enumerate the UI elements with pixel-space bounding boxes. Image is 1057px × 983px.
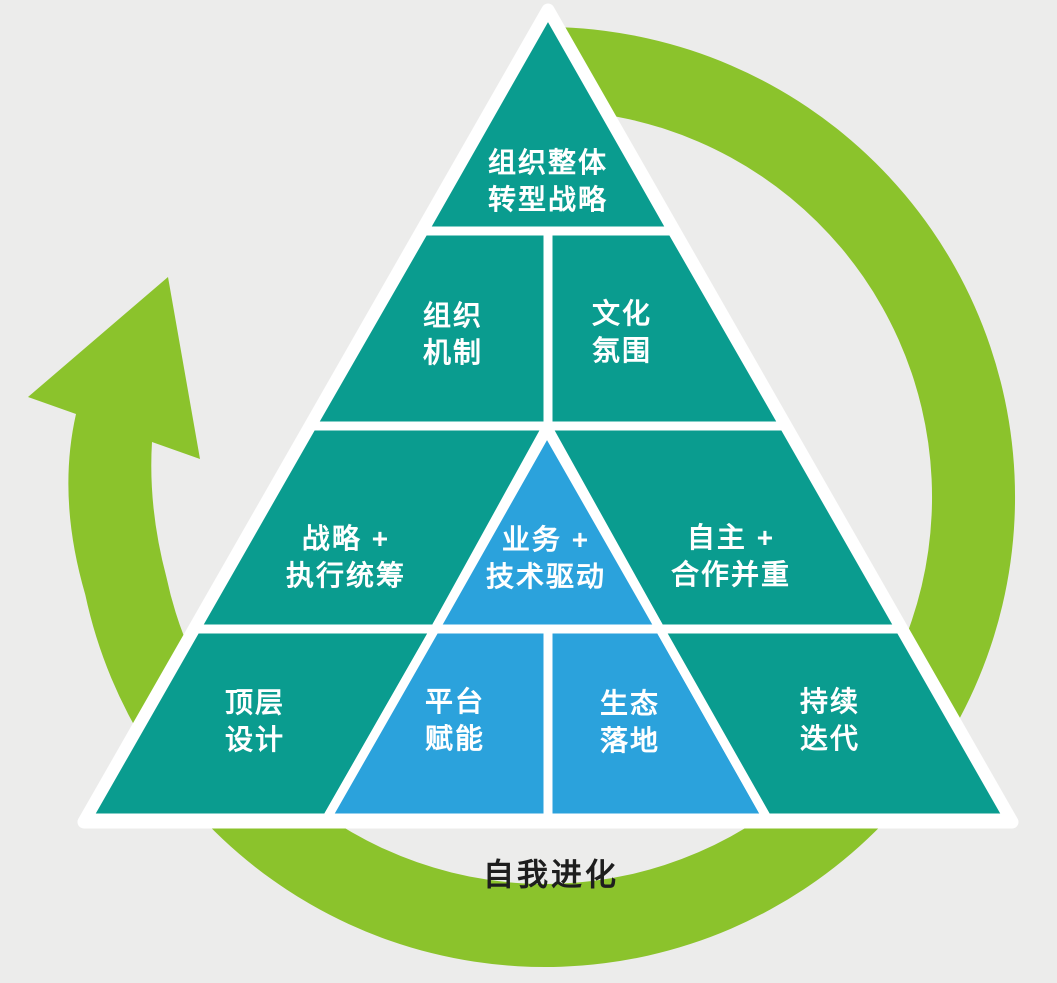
cycle-caption: 自我进化 bbox=[483, 857, 619, 893]
pyramid-cell-culture bbox=[543, 226, 789, 431]
pyramid-cell-org-mechanism bbox=[307, 226, 553, 431]
pyramid-cell-continuous-iteration bbox=[655, 624, 1013, 823]
